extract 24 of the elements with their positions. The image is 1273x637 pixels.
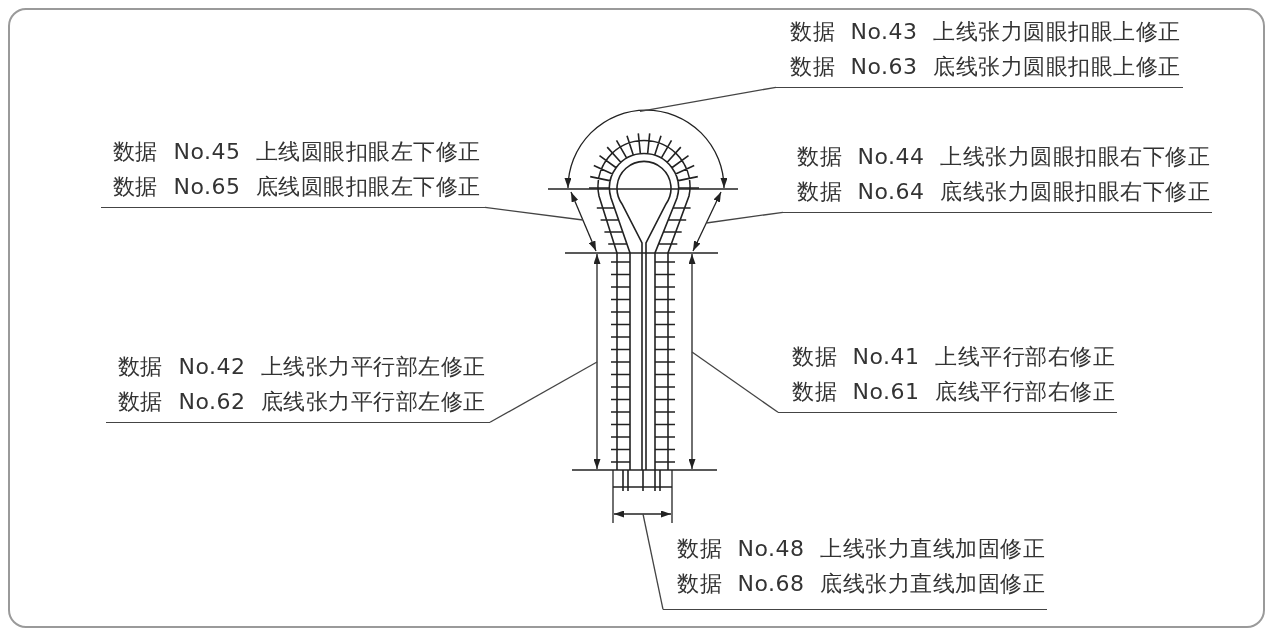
leader-line	[639, 86, 777, 112]
leader-line	[705, 211, 784, 224]
dimension-line	[570, 191, 597, 252]
callout-text: 数据 No.43 上线张力圆眼扣眼上修正	[790, 18, 1181, 46]
callout-text: 数据 No.48 上线张力直线加固修正	[677, 535, 1045, 563]
leader-line	[484, 206, 584, 221]
callout-text: 数据 No.64 底线张力圆眼扣眼右下修正	[797, 178, 1210, 206]
leader-line	[489, 361, 598, 423]
callout-text: 数据 No.65 底线圆眼扣眼左下修正	[113, 173, 481, 201]
dimension-line	[688, 253, 696, 470]
callout-text: 数据 No.41 上线平行部右修正	[792, 343, 1115, 371]
callout-text: 数据 No.68 底线张力直线加固修正	[677, 570, 1045, 598]
dimension-line	[593, 253, 601, 470]
dimension-line	[613, 510, 672, 518]
leader-line	[691, 351, 779, 413]
dimension-arc	[565, 109, 727, 189]
callout-text: 数据 No.45 上线圆眼扣眼左下修正	[113, 138, 481, 166]
leader-line	[642, 513, 664, 610]
callout-text: 数据 No.44 上线张力圆眼扣眼右下修正	[797, 143, 1210, 171]
callout-text: 数据 No.63 底线张力圆眼扣眼上修正	[790, 53, 1181, 81]
callout-text: 数据 No.62 底线张力平行部左修正	[118, 388, 486, 416]
dimension-line	[692, 191, 722, 252]
callout-text: 数据 No.42 上线张力平行部左修正	[118, 353, 486, 381]
callout-text: 数据 No.61 底线平行部右修正	[792, 378, 1115, 406]
